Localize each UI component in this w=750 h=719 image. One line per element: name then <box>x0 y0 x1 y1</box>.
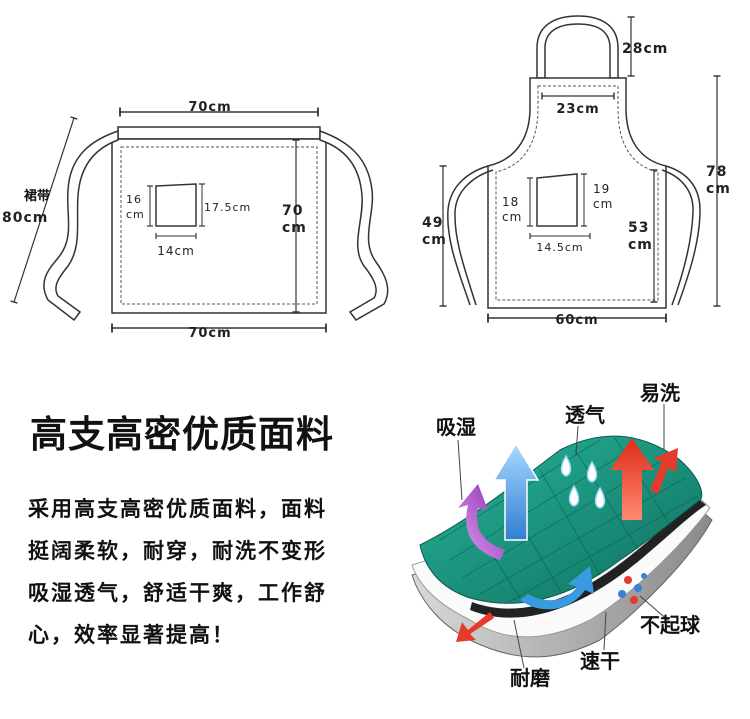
bib-pocket-right-b: cm <box>593 197 613 211</box>
waist-apron: 70cm 裙带 80cm 16 cm 17.5cm 14cm 70 cm 70c… <box>2 100 389 341</box>
bib-pocket-width-label: 14.5cm <box>536 241 583 254</box>
feature-no-pilling: 不起球 <box>640 613 701 637</box>
left-tie <box>447 165 489 306</box>
right-tie-inner <box>661 169 694 306</box>
right-strap <box>319 129 389 321</box>
bib-apron: 28cm 23cm 18 cm 19 cm 14.5cm 49 cm 53 cm… <box>422 15 731 328</box>
bib-pocket <box>536 173 578 227</box>
pocket-right-label: 17.5cm <box>204 201 251 214</box>
pocket-height-b: cm <box>126 208 145 221</box>
top-width-label: 70cm <box>188 100 231 115</box>
height-unit: cm <box>282 220 307 236</box>
layer-edge <box>470 500 706 618</box>
blue-up-arrow <box>492 442 540 541</box>
bib-bottom-label: 60cm <box>555 313 598 328</box>
side-height-b: cm <box>422 232 447 248</box>
pocket <box>155 183 197 227</box>
feature-breathable: 透气 <box>565 403 605 427</box>
right-tie <box>665 165 701 306</box>
total-height-a: 78 <box>706 164 727 180</box>
leader-lines <box>457 404 671 669</box>
red-up-arrow <box>610 438 654 520</box>
feature-easy-wash: 易洗 <box>640 381 680 405</box>
red-side-arrow <box>650 448 678 494</box>
absorb-arrow <box>458 484 505 560</box>
left-strap <box>43 129 119 322</box>
feature-wear-resistant: 耐磨 <box>510 666 550 690</box>
bottom-width-label: 70cm <box>188 326 231 341</box>
bib-pocket-right-a: 19 <box>593 182 610 196</box>
total-height-b: cm <box>706 181 731 197</box>
bib-pocket-left-a: 18 <box>502 195 519 209</box>
height-value: 70 <box>282 203 303 219</box>
body-height-b: cm <box>628 237 653 253</box>
fabric-headline: 高支高密优质面料 <box>30 413 334 456</box>
pocket-height-a: 16 <box>126 193 142 206</box>
bib-stitching <box>495 85 659 301</box>
fabric-description: 采用高支高密优质面料，面料 挺阔柔软，耐穿，耐洗不变形 吸湿透气，舒适干爽，工作… <box>28 488 393 656</box>
left-tie-inner <box>454 169 494 306</box>
water-drops-icon <box>560 454 606 509</box>
description-line: 挺阔柔软，耐穿，耐洗不变形 <box>28 538 327 563</box>
strap-length-line <box>10 116 78 304</box>
apron-stitching <box>120 146 318 305</box>
fabric-illustration: 吸湿 透气 易洗 不起球 速干 耐磨 <box>411 381 713 690</box>
feature-absorb: 吸湿 <box>436 415 476 439</box>
pilling-dots-icon <box>618 573 647 604</box>
strap-label: 裙带 <box>24 188 50 204</box>
quick-dry-arrow <box>520 566 594 610</box>
waistband <box>117 126 321 140</box>
body-height-a: 53 <box>628 220 649 236</box>
neck-width-label: 23cm <box>556 102 599 117</box>
description-line: 心，效率显著提高！ <box>28 622 235 647</box>
description-line: 采用高支高密优质面料，面料 <box>28 496 327 521</box>
pocket-width-label: 14cm <box>157 244 195 258</box>
feature-quick-dry: 速干 <box>580 649 620 673</box>
wear-arrow <box>456 612 494 642</box>
side-height-a: 49 <box>422 215 443 231</box>
description-line: 吸湿透气，舒适干爽，工作舒 <box>28 580 327 605</box>
neck-strap <box>536 15 619 79</box>
strap-length-label: 80cm <box>2 210 48 226</box>
bib-pocket-left-b: cm <box>502 210 522 224</box>
neck-label: 28cm <box>622 41 668 57</box>
